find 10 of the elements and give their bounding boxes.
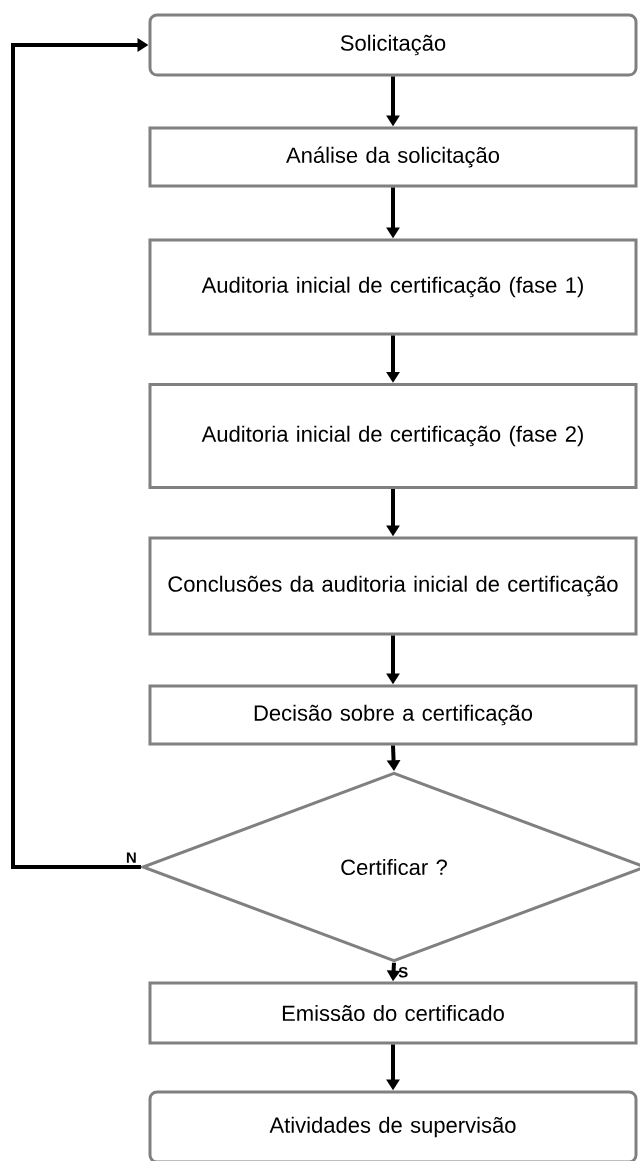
process-box: Emissão do certificado — [148, 981, 638, 1045]
terminal-box: Atividades de supervisão — [148, 1090, 638, 1161]
process-box: Conclusões da auditoria inicial de certificação — [148, 536, 638, 636]
edge-label: S — [398, 966, 408, 978]
process-box: Auditoria inicial de certificação (fase 2) — [148, 383, 638, 489]
terminal-box: Solicitação — [148, 13, 638, 77]
process-box: Análise da solicitação — [148, 126, 638, 188]
edge-label: N — [126, 852, 136, 863]
process-box: Auditoria inicial de certificação (fase 1) — [148, 238, 638, 336]
process-box: Decisão sobre a certificação — [148, 684, 638, 746]
